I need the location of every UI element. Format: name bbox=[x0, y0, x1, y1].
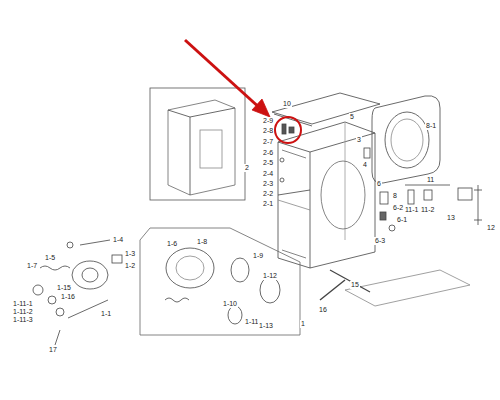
callout-number: 13 bbox=[446, 214, 456, 222]
callout-number: 8-1 bbox=[425, 122, 437, 130]
callout-number: 2 bbox=[244, 164, 250, 172]
callout-number: 1-11-1 bbox=[12, 300, 34, 308]
callout-number: 16 bbox=[318, 306, 328, 314]
callout-number: 2-7 bbox=[262, 138, 274, 146]
callout-number: 1-16 bbox=[60, 293, 76, 301]
callout-number: 2-2 bbox=[262, 190, 274, 198]
callout-number: 1 bbox=[300, 320, 306, 328]
callout-number: 2-8 bbox=[262, 127, 274, 135]
callout-number: 1-12 bbox=[262, 272, 278, 280]
callout-number: 12 bbox=[486, 224, 496, 232]
callout-number: 2-3 bbox=[262, 180, 274, 188]
callout-number: 5 bbox=[349, 113, 355, 121]
callout-number: 6-1 bbox=[396, 216, 408, 224]
callout-number: 1-8 bbox=[196, 238, 208, 246]
callout-number: 2-9 bbox=[262, 117, 274, 125]
callout-number: 1-2 bbox=[124, 262, 136, 270]
callout-number: 2-6 bbox=[262, 149, 274, 157]
callout-number: 11-2 bbox=[420, 206, 436, 214]
callout-number: 15 bbox=[350, 281, 360, 289]
callout-number: 6-3 bbox=[374, 237, 386, 245]
callout-number: 3 bbox=[356, 136, 362, 144]
callout-number: 2-5 bbox=[262, 159, 274, 167]
callout-number: 17 bbox=[48, 346, 58, 354]
callout-number: 10 bbox=[282, 100, 292, 108]
callout-number: 1-9 bbox=[252, 252, 264, 260]
callout-number: 1-15 bbox=[56, 284, 72, 292]
callout-number: 6 bbox=[376, 180, 382, 188]
callout-number: 11 bbox=[426, 176, 435, 184]
callout-number: 1-11-2 bbox=[12, 308, 34, 316]
callout-number: 1-4 bbox=[112, 236, 124, 244]
callout-number: 4 bbox=[362, 161, 368, 169]
callout-number: 1-5 bbox=[44, 254, 56, 262]
callout-number: 1-1 bbox=[100, 310, 112, 318]
callout-number: 2-4 bbox=[262, 170, 274, 178]
callout-number: 1-3 bbox=[124, 250, 136, 258]
callout-number: 1-7 bbox=[26, 262, 38, 270]
callout-number: 1-13 bbox=[258, 322, 274, 330]
callout-number: 6-2 bbox=[392, 204, 404, 212]
callout-number: 1-6 bbox=[166, 240, 178, 248]
callout-number: 1-11-3 bbox=[12, 316, 34, 324]
callout-number: 1-10 bbox=[222, 300, 238, 308]
callout-number: 11-1 bbox=[404, 206, 420, 214]
callout-number: 2-1 bbox=[262, 200, 274, 208]
callout-number: 8 bbox=[392, 192, 398, 200]
